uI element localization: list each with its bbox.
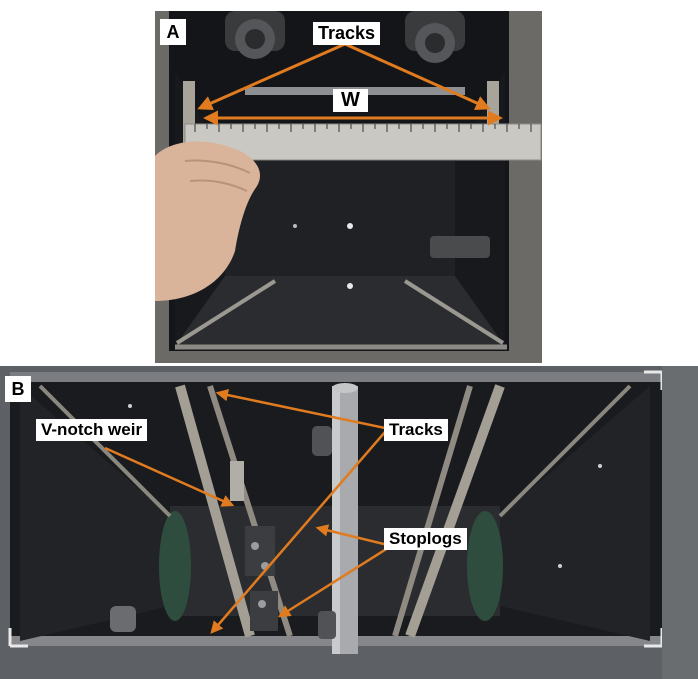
panel-b-tracks-label: Tracks [384,419,448,441]
panel-b-photo [0,366,698,679]
panel-a-width-label: W [333,89,368,112]
panel-a-flume-illustration [155,11,542,363]
panel-b-stoplogs-label: Stoplogs [384,528,467,550]
panel-b-letter: B [5,376,31,402]
panel-b-vnotch-label: V-notch weir [36,419,148,441]
panel-b-flume-illustration [0,366,698,679]
panel-a-tracks-label: Tracks [313,22,381,45]
panel-a-photo [155,11,542,363]
panel-a-letter: A [160,19,186,45]
